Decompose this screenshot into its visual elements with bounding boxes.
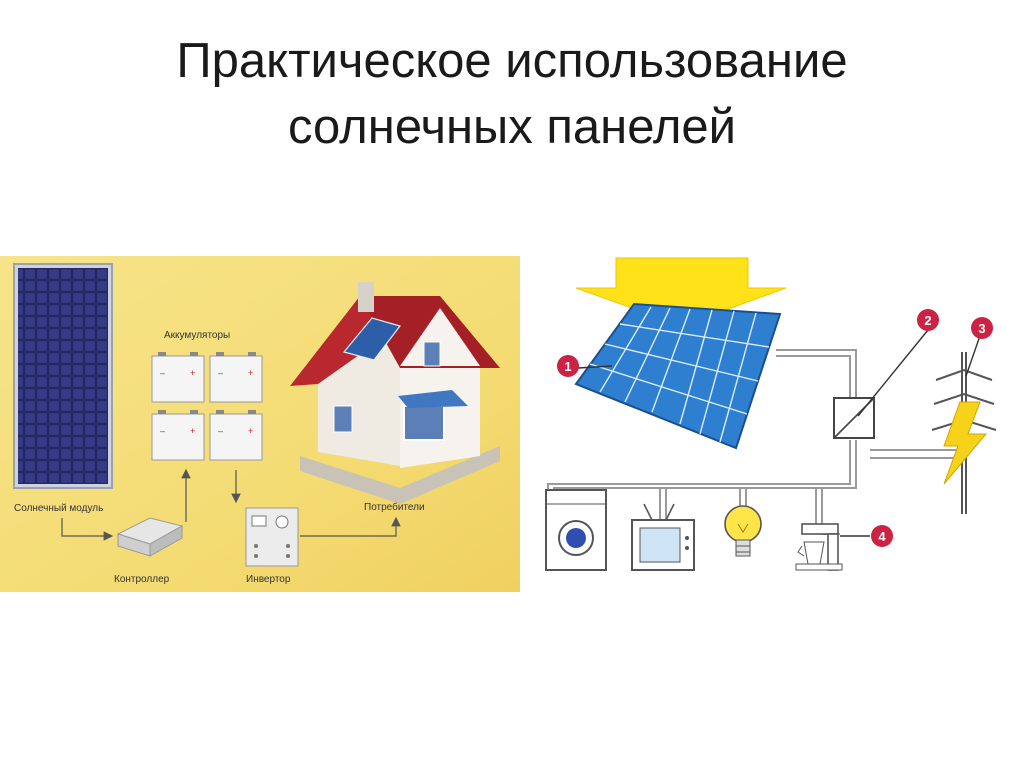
battery-3: – +	[151, 410, 205, 461]
slide-title-line-2: солнечных панелей	[287, 100, 737, 154]
battery-4: – +	[209, 410, 263, 461]
svg-text:3: 3	[978, 321, 985, 336]
inverter-device	[245, 507, 299, 567]
light-bulb-icon	[724, 505, 762, 557]
label-consumers: Потребители	[364, 501, 425, 513]
lightning-bolt-icon	[943, 401, 988, 485]
label-batteries: Аккумуляторы	[164, 330, 230, 341]
slide-title: Практическое использование солнечных пан…	[0, 28, 1024, 160]
battery-1: – +	[151, 352, 205, 403]
marker-3: 3	[971, 317, 993, 339]
svg-text:+: +	[190, 426, 195, 436]
svg-text:+: +	[248, 368, 253, 378]
sunlight-arrow	[575, 257, 787, 327]
label-solar-module: Солнечный модуль	[14, 503, 103, 514]
solar-system-diagram: Солнечный модуль Аккумуляторы – + – + – …	[0, 256, 520, 592]
svg-text:–: –	[160, 368, 165, 378]
marker-2: 2	[917, 309, 939, 331]
svg-text:–: –	[218, 368, 223, 378]
tv-icon	[631, 503, 695, 571]
svg-text:–: –	[218, 426, 223, 436]
solar-panel	[574, 302, 782, 450]
battery-2: – +	[209, 352, 263, 403]
controller-device	[116, 517, 184, 557]
marker-1: 1	[557, 355, 579, 377]
washing-machine-icon	[545, 489, 607, 571]
svg-text:–: –	[160, 426, 165, 436]
solar-module	[13, 263, 113, 489]
svg-text:+: +	[248, 426, 253, 436]
label-inverter: Инвертор	[246, 574, 291, 585]
svg-text:+: +	[190, 368, 195, 378]
slide-title-line-1: Практическое использование	[176, 34, 848, 88]
svg-text:4: 4	[878, 529, 886, 544]
grid-connection-diagram: 1 2 3 4	[545, 257, 997, 571]
coffee-maker-icon	[795, 523, 843, 571]
svg-text:1: 1	[564, 359, 571, 374]
flow-arrows	[61, 468, 401, 541]
battery-bank: – + – + – + – +	[151, 352, 263, 461]
svg-text:2: 2	[924, 313, 931, 328]
house	[290, 282, 500, 504]
label-controller: Контроллер	[114, 574, 170, 585]
marker-4: 4	[871, 525, 893, 547]
